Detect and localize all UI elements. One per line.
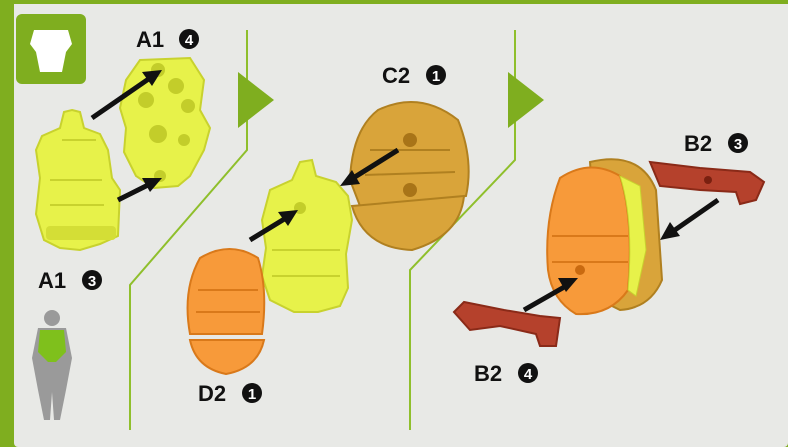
- svg-text:3: 3: [734, 136, 742, 153]
- torso-armor-icon: [16, 14, 86, 84]
- svg-text:D2: D2: [198, 381, 226, 406]
- svg-text:4: 4: [524, 366, 533, 383]
- svg-text:1: 1: [432, 68, 440, 85]
- svg-text:B2: B2: [684, 131, 712, 156]
- part-d2-1: [188, 249, 265, 374]
- svg-text:C2: C2: [382, 63, 410, 88]
- svg-text:A1: A1: [136, 27, 164, 52]
- svg-text:3: 3: [88, 273, 96, 290]
- part-assembled-body: [547, 159, 662, 314]
- svg-text:B2: B2: [474, 361, 502, 386]
- part-c2-1: [350, 102, 469, 250]
- svg-text:A1: A1: [38, 268, 66, 293]
- svg-text:1: 1: [248, 386, 256, 403]
- svg-text:4: 4: [185, 32, 194, 49]
